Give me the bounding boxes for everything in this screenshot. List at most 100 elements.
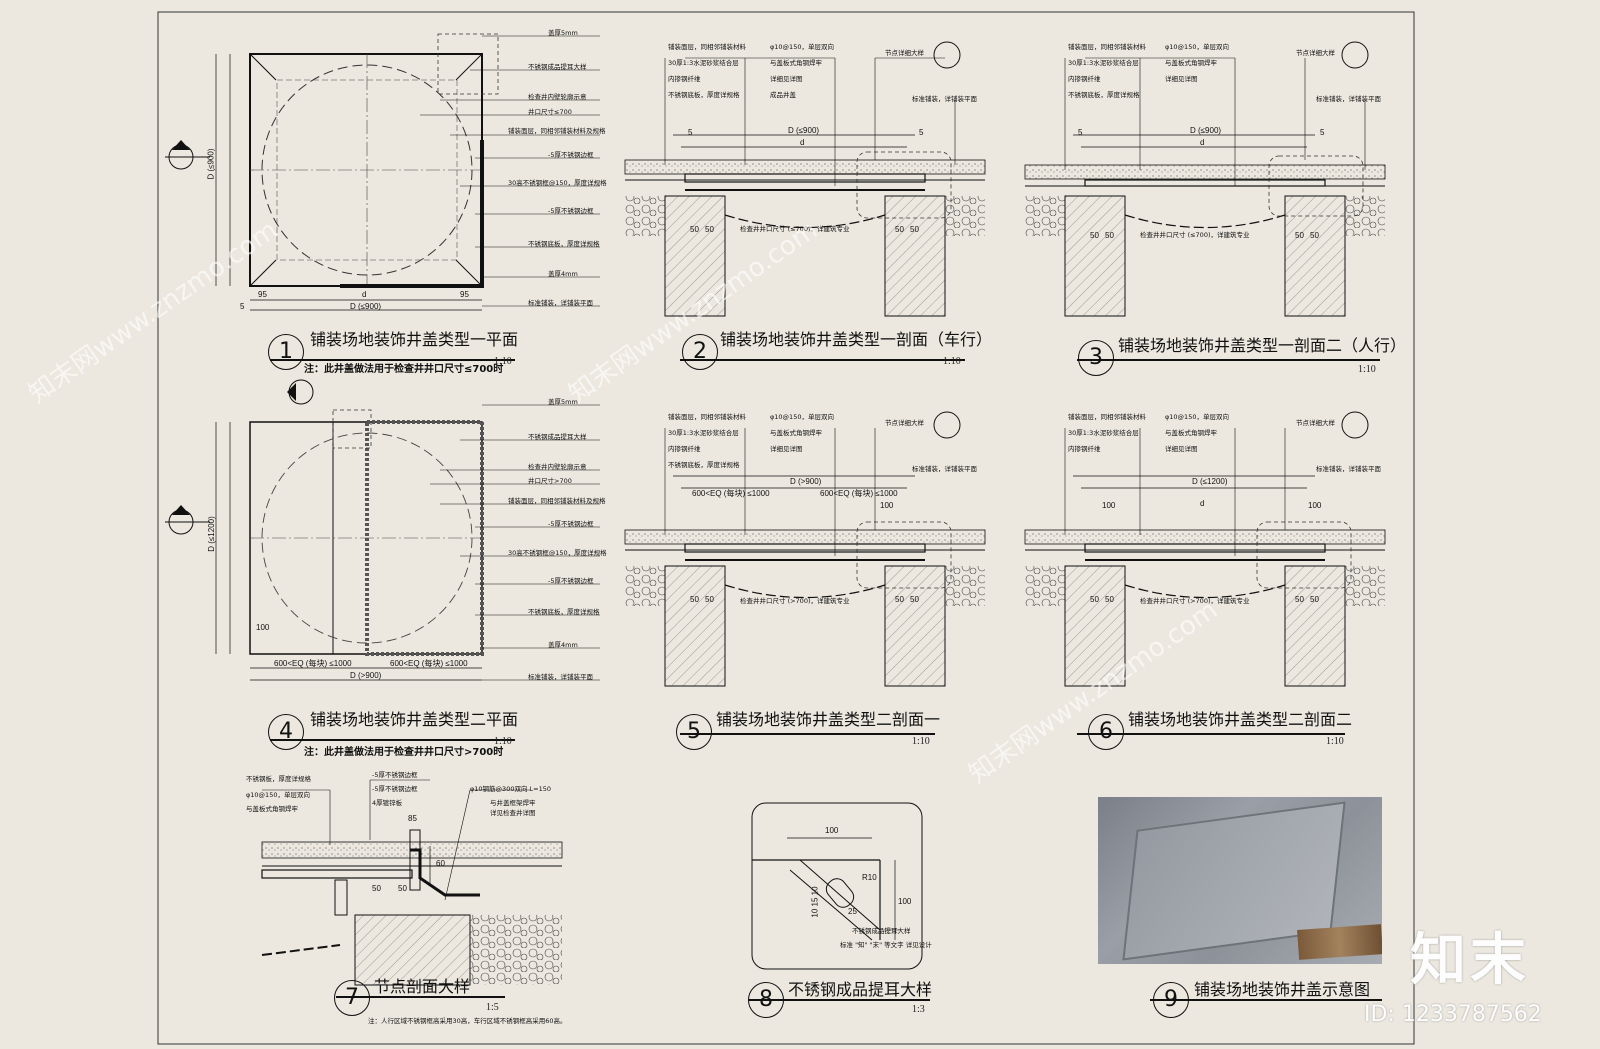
plan-4-dim-half-left: 600<EQ (每块) ≤1000: [274, 659, 352, 668]
section-6-dim-50: 50: [1295, 595, 1304, 604]
section-6-dim-50: 50: [1090, 595, 1099, 604]
detail-7-dim: 50: [398, 884, 407, 893]
section-2-note: 与盖板式角钢焊牢: [770, 59, 822, 67]
panel-2-number: 2: [682, 334, 718, 370]
section-3-drawing: [1024, 41, 1386, 317]
plan-1-dim-total: D (≤900): [350, 302, 382, 311]
plan-1-drawing: [165, 33, 600, 311]
panel-4-scale: 1:10: [494, 736, 512, 747]
section-2-dim-50: 50: [705, 225, 714, 234]
section-3-bottom-note: 检查井井口尺寸 (≤700)，详建筑专业: [1140, 231, 1250, 239]
plan-1-dim-edge: 5: [240, 302, 245, 311]
section-3-note: 内掺钢纤维: [1068, 75, 1101, 83]
detail-7-note: 详见检查井详图: [490, 809, 536, 817]
section-6-note: 内掺钢纤维: [1068, 445, 1101, 453]
brand-logo: 知末: [1410, 928, 1530, 993]
plan-4-callout: 不锈钢成品提耳大样: [528, 433, 587, 441]
section-2-dim-50: 50: [690, 225, 699, 234]
plan-4-callout: 检查井内壁轮廓示意: [528, 463, 587, 471]
panel-8-number: 8: [748, 982, 784, 1018]
panel-9-title: 铺装场地装饰井盖示意图: [1194, 980, 1371, 999]
section-6-detail-ref: 节点详细大样: [1296, 419, 1335, 427]
section-5-dim-half: 600<EQ (每块) ≤1000: [820, 489, 898, 498]
plan-4-dim-total: D (>900): [350, 671, 382, 680]
section-3-dim-50: 50: [1310, 231, 1319, 240]
plan-4-callout: 井口尺寸>700: [528, 477, 572, 485]
section-2-dim-D: D (≤900): [788, 126, 820, 135]
plan-4-drawing: [165, 379, 600, 681]
panel-5-scale: 1:10: [912, 736, 930, 747]
detail-7-note: φ10@150，单层双向: [246, 791, 310, 799]
section-2-note: φ10@150，单层双向: [770, 43, 834, 51]
panel-3-scale: 1:10: [1358, 364, 1376, 375]
panel-3-title: 铺装场地装饰井盖类型一剖面二（人行）: [1118, 336, 1407, 355]
section-2-dim-50: 50: [895, 225, 904, 234]
detail-8-dim: 25: [848, 907, 857, 916]
section-3-detail-ref: 节点详细大样: [1296, 49, 1335, 57]
section-3-note: 与盖板式角钢焊牢: [1165, 59, 1217, 67]
section-6-note: φ10@150，单层双向: [1165, 413, 1229, 421]
section-3-note: 不锈钢底板，厚度详规格: [1068, 91, 1140, 99]
section-2-note: 不锈钢底板，厚度详规格: [668, 91, 740, 99]
section-6-dim-100: 100: [1102, 501, 1116, 510]
detail-7-dim: 60: [436, 859, 445, 868]
detail-8-dim: R10: [862, 873, 877, 882]
detail-8-note: 标准 "知" "末" 等文字 详见设计: [840, 941, 932, 949]
plan-4-callout: 30高不锈钢框@150，厚度详规格: [508, 549, 607, 557]
section-5-dim-50: 50: [690, 595, 699, 604]
detail-8-dim: 100: [898, 897, 912, 906]
plan-1-dim-side: D (≤900): [206, 148, 216, 180]
detail-8-dim: 10 15 10: [810, 886, 820, 918]
section-2-ref: 标准铺装，详铺装平面: [912, 95, 977, 103]
section-5-note: 不锈钢底板，厚度详规格: [668, 461, 740, 469]
section-6-note: 铺装面层，同相邻铺装材料: [1068, 413, 1146, 421]
plan-4-note: 注：此井盖做法用于检查井井口尺寸>700时: [304, 747, 504, 758]
section-2-dim-50: 50: [910, 225, 919, 234]
panel-9-number: 9: [1153, 982, 1189, 1018]
panel-7-title: 节点剖面大样: [374, 977, 471, 996]
plan-4-callout: 盖厚5mm: [548, 398, 578, 406]
section-3-note: 铺装面层，同相邻铺装材料: [1068, 43, 1146, 51]
section-5-dim-100: 100: [880, 501, 894, 510]
plan-1-callout: 井口尺寸≤700: [528, 108, 572, 116]
panel-2-scale: 1:10: [943, 356, 961, 367]
plan-1-note: 注：此井盖做法用于检查井井口尺寸≤700时: [304, 364, 504, 375]
section-2-detail-ref: 节点详细大样: [885, 49, 924, 57]
panel-1-scale: 1:10: [494, 356, 512, 367]
section-5-note: 内掺钢纤维: [668, 445, 701, 453]
plan-1-callout: 标准铺装，详铺装平面: [528, 299, 593, 307]
sheet-border: [157, 11, 1415, 1045]
panel-3-number: 3: [1078, 340, 1114, 376]
plan-4-callout: 不锈钢底板，厚度详规格: [528, 608, 600, 616]
section-6-note: 30厚1:3水泥砂浆结合层: [1068, 429, 1139, 437]
plan-4-callout: -5厚不锈钢边框: [548, 520, 594, 528]
section-2-dim-d: d: [800, 138, 805, 147]
plan-1-dim-left: 95: [258, 290, 267, 299]
section-2-note: 详细见详图: [770, 75, 803, 83]
plan-1-dim-right: 95: [460, 290, 469, 299]
section-5-note: φ10@150，单层双向: [770, 413, 834, 421]
section-3-note: φ10@150，单层双向: [1165, 43, 1229, 51]
detail-7-note: 与盖板式角钢焊牢: [246, 805, 298, 813]
section-5-note: 详细见详图: [770, 445, 803, 453]
plan-1-callout: 铺装面层，同相邻铺装材料及规格: [508, 127, 606, 135]
plan-4-callout: 盖厚4mm: [548, 641, 578, 649]
section-6-note: 与盖板式角钢焊牢: [1165, 429, 1217, 437]
panel-2-title: 铺装场地装饰井盖类型一剖面（车行）: [720, 330, 993, 349]
section-3-dim-50: 50: [1295, 231, 1304, 240]
section-6-drawing: [1024, 411, 1386, 687]
wood-block-shape: [1297, 924, 1382, 960]
panel-5-title: 铺装场地装饰井盖类型二剖面一: [716, 710, 941, 729]
panel-1-number: 1: [268, 334, 304, 370]
section-6-bottom-note: 检查井井口尺寸 (>700)，详建筑专业: [1140, 597, 1250, 605]
panel-7-number: 7: [334, 980, 370, 1016]
panel-4-title: 铺装场地装饰井盖类型二平面: [310, 710, 519, 729]
section-3-dim-50: 50: [1105, 231, 1114, 240]
section-2-bottom-note: 检查井井口尺寸 (≤700)，详建筑专业: [740, 225, 850, 233]
panel-6-scale: 1:10: [1326, 736, 1344, 747]
plan-1-callout: 不锈钢成品提耳大样: [528, 63, 587, 71]
section-6-ref: 标准铺装，详铺装平面: [1316, 465, 1381, 473]
detail-7-note: 4厚镀锌板: [372, 799, 403, 807]
section-5-note: 30厚1:3水泥砂浆结合层: [668, 429, 739, 437]
